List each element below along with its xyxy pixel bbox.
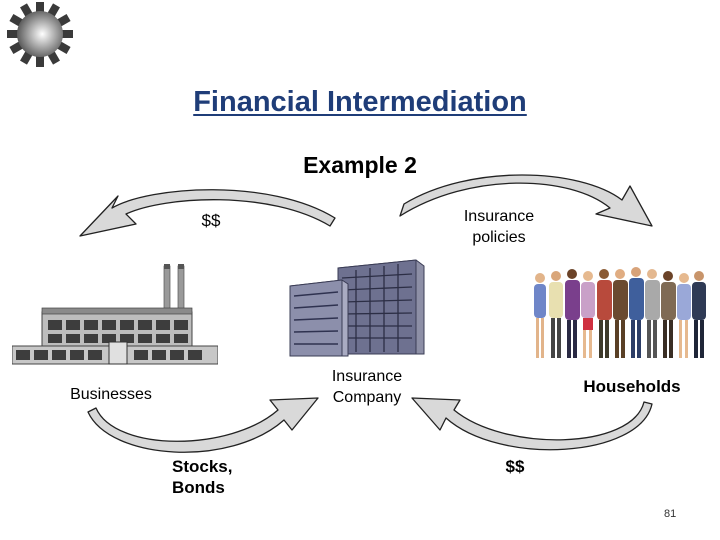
top-right-flow-label: Insurance policies	[444, 206, 554, 248]
person-9	[661, 271, 676, 358]
person-11	[692, 271, 706, 358]
person-6	[613, 269, 628, 358]
bottom-left-flow-line1: Stocks,	[172, 457, 233, 476]
arrow-bottom-right	[411, 397, 653, 451]
people-group-icon	[534, 267, 706, 358]
bottom-left-flow-line2: Bonds	[172, 478, 225, 497]
person-1	[534, 273, 546, 358]
businesses-label: Businesses	[70, 386, 152, 403]
bottom-left-flow-label: Stocks, Bonds	[172, 456, 242, 498]
slide-title: Financial Intermediation	[193, 86, 527, 118]
bottom-right-flow-label: $$	[505, 457, 525, 476]
person-4	[581, 271, 595, 358]
households-label: Households	[583, 377, 681, 396]
insurance-company-line2: Company	[332, 389, 402, 406]
person-3	[565, 269, 580, 358]
top-right-flow-line2: policies	[472, 229, 526, 246]
person-5	[597, 269, 612, 358]
person-10	[677, 273, 691, 358]
arrow-top-left	[79, 189, 336, 237]
office-building-icon	[289, 259, 425, 357]
person-8	[645, 269, 660, 358]
top-right-flow-line1: Insurance	[463, 208, 535, 225]
insurance-company-line1: Insurance	[331, 368, 403, 385]
factory-icon	[12, 264, 218, 365]
page-number: 81	[664, 508, 677, 520]
top-left-flow-label: $$	[201, 211, 221, 230]
slide-subtitle: Example 2	[303, 152, 417, 178]
arrow-bottom-left	[87, 397, 319, 453]
person-7	[629, 267, 644, 358]
arrow-top-right	[399, 174, 653, 227]
person-2	[549, 271, 563, 358]
gear-icon	[7, 2, 73, 67]
insurance-company-label: Insurance Company	[314, 366, 420, 408]
